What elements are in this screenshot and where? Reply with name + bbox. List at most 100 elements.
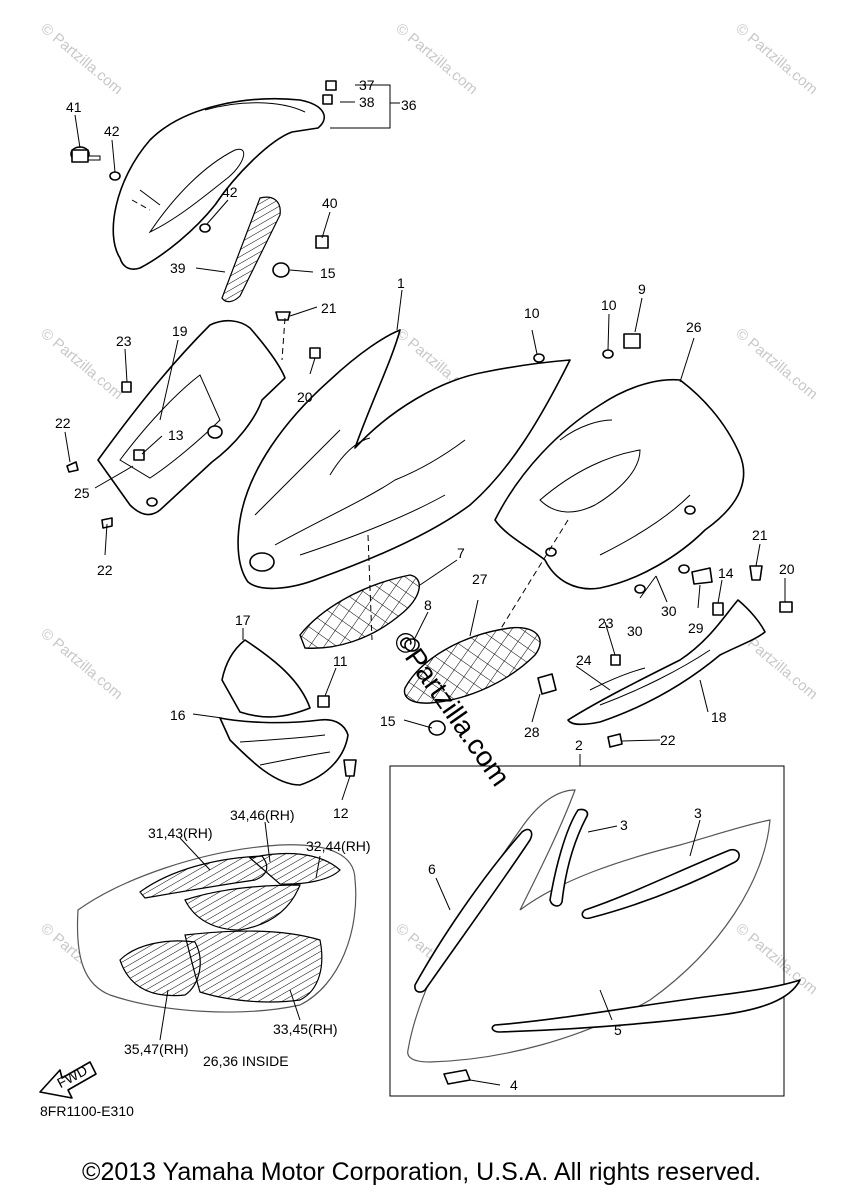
- callout-5: 5: [614, 1022, 622, 1038]
- callout-31-43: 31,43(RH): [148, 825, 213, 841]
- callout-40: 40: [322, 195, 338, 211]
- callout-32-44: 32,44(RH): [306, 838, 371, 854]
- watermark-text: © Partzilla.com: [37, 625, 125, 703]
- callout-35-47: 35,47(RH): [124, 1041, 189, 1057]
- callout-33-45: 33,45(RH): [273, 1021, 338, 1037]
- part-clip-23: [610, 654, 621, 666]
- callout-20: 20: [297, 389, 313, 405]
- callout-14: 14: [718, 565, 734, 581]
- callout-27: 27: [472, 571, 488, 587]
- part-side-cover-19: [97, 319, 286, 516]
- watermark-text: © Partzilla.com: [392, 20, 480, 98]
- callout-41: 41: [66, 99, 82, 115]
- fwd-arrow-icon: FWD: [39, 1061, 97, 1099]
- part-washer-42: [109, 171, 121, 181]
- part-grommet-15: [272, 262, 290, 278]
- callout-34-46: 34,46(RH): [230, 807, 295, 823]
- part-bolt-41: [70, 146, 101, 163]
- callout-2: 2: [575, 737, 583, 753]
- callout-22: 22: [55, 415, 71, 431]
- decal-set-rh: [76, 844, 357, 1013]
- part-bolt-29: [691, 567, 713, 585]
- part-screw-21: [749, 565, 763, 581]
- callout-3: 3: [620, 817, 628, 833]
- part-screw-22: [607, 733, 623, 748]
- part-screw-21: [275, 311, 291, 321]
- part-clip-13: [133, 449, 145, 461]
- diagram-code: 8FR1100-E310: [40, 1103, 134, 1119]
- part-front-cover-36: [112, 80, 337, 270]
- part-clip-20: [779, 601, 793, 613]
- callout-9: 9: [638, 281, 646, 297]
- callout-1: 1: [397, 275, 405, 291]
- part-washer-42: [199, 223, 211, 233]
- callout-39: 39: [170, 260, 186, 276]
- callout-25: 25: [74, 485, 90, 501]
- callout-6: 6: [428, 861, 436, 877]
- callout-28: 28: [524, 724, 540, 740]
- callout-4: 4: [510, 1077, 518, 1093]
- part-screw-22: [66, 461, 79, 473]
- callout-16: 16: [170, 707, 186, 723]
- part-washer-30: [678, 564, 690, 574]
- part-vent-39: [221, 196, 281, 303]
- callout-10: 10: [524, 305, 540, 321]
- callout-17: 17: [235, 612, 251, 628]
- callout-21: 21: [752, 527, 768, 543]
- callout-36: 36: [401, 97, 417, 113]
- watermark-text: © Partzilla.com: [732, 325, 820, 403]
- part-screw-22: [101, 517, 113, 529]
- part-clip-23: [121, 381, 132, 393]
- callout-42: 42: [104, 123, 120, 139]
- part-clip-28: [537, 673, 557, 695]
- part-grommet-15: [428, 720, 446, 736]
- watermark-text: © Partzilla.com: [732, 20, 820, 98]
- callout-23: 23: [116, 333, 132, 349]
- callout-30: 30: [627, 623, 643, 639]
- part-washer-10: [533, 353, 545, 363]
- callout-15: 15: [380, 713, 396, 729]
- callout-22: 22: [660, 732, 676, 748]
- part-clip-20: [309, 347, 321, 359]
- callout-15: 15: [320, 265, 336, 281]
- callout-22: 22: [97, 562, 113, 578]
- callout-3: 3: [694, 805, 702, 821]
- part-grille-7: [299, 574, 420, 649]
- callout-30: 30: [661, 603, 677, 619]
- callout-24: 24: [576, 652, 592, 668]
- callout-10: 10: [601, 297, 617, 313]
- callout-23: 23: [598, 615, 614, 631]
- callout-13: 13: [168, 427, 184, 443]
- inside-note: 26,36 INSIDE: [203, 1053, 289, 1069]
- callout-26: 26: [686, 319, 702, 335]
- callout-8: 8: [424, 597, 432, 613]
- part-clip-11: [317, 695, 330, 708]
- part-washer-10: [602, 349, 614, 359]
- leader-lines: [64, 84, 786, 1086]
- decal-set-box-2: [389, 765, 801, 1097]
- callout-20: 20: [779, 561, 795, 577]
- callout-38: 38: [359, 94, 375, 110]
- part-washer-30: [634, 584, 646, 594]
- part-lower-cover-18: [567, 599, 766, 726]
- callout-18: 18: [711, 709, 727, 725]
- part-screw-12: [343, 759, 357, 777]
- callout-labels: 1 2 3 3 4 5 6 7 8 9 10 10 11 12 13 14 15…: [40, 77, 795, 1119]
- part-side-cover-26: [494, 378, 745, 590]
- watermark-text: © Partzilla.com: [37, 20, 125, 98]
- callout-21: 21: [321, 300, 337, 316]
- copyright-notice: ©2013 Yamaha Motor Corporation, U.S.A. A…: [82, 1158, 761, 1186]
- callout-42: 42: [222, 184, 238, 200]
- callout-19: 19: [172, 323, 188, 339]
- part-front-cowl-1: [237, 329, 571, 590]
- part-clip-40: [315, 235, 329, 249]
- part-lower-cover-16: [219, 639, 349, 786]
- callout-7: 7: [457, 545, 465, 561]
- callout-11: 11: [333, 653, 348, 669]
- callout-29: 29: [688, 620, 704, 636]
- callout-12: 12: [333, 805, 349, 821]
- watermark-text: © Partzilla.com: [37, 325, 125, 403]
- part-bolt-9: [623, 333, 641, 349]
- callout-37: 37: [359, 77, 375, 93]
